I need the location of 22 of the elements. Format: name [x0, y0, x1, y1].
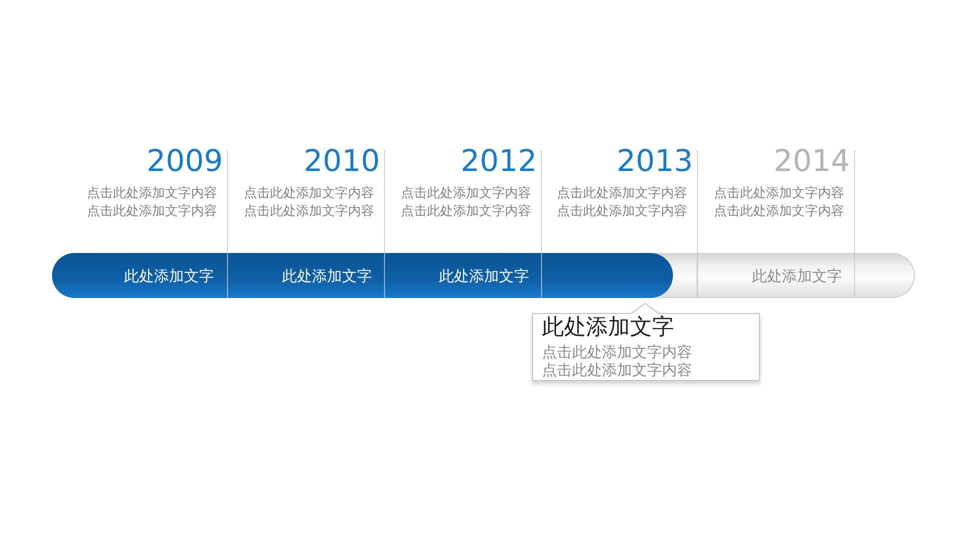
timeline-segment — [541, 253, 697, 298]
timeline-segment — [384, 253, 541, 298]
description-text: 点击此处添加文字内容点击此处添加文字内容 — [86, 185, 217, 221]
timeline-segment — [52, 253, 227, 298]
callout-title: 此处添加文字 — [542, 315, 674, 341]
timeline-segment — [227, 253, 384, 298]
year-label: 2012 — [460, 147, 537, 177]
segment-label: 此处添加文字 — [752, 266, 842, 284]
callout-text: 点击此处添加文字内容点击此处添加文字内容 — [542, 343, 693, 379]
year-label: 2014 — [774, 147, 850, 177]
segment-label: 此处添加文字 — [124, 266, 214, 284]
segment-label: 此处添加文字 — [282, 266, 372, 284]
timeline-segment — [697, 253, 915, 298]
year-label: 2009 — [146, 147, 223, 177]
description-text: 点击此处添加文字内容点击此处添加文字内容 — [556, 185, 687, 221]
description-text: 点击此处添加文字内容点击此处添加文字内容 — [400, 185, 531, 221]
year-label: 2010 — [304, 147, 380, 177]
year-label: 2013 — [616, 147, 693, 177]
segment-label: 此处添加文字 — [439, 266, 529, 284]
description-text: 点击此处添加文字内容点击此处添加文字内容 — [243, 185, 374, 221]
callout-box — [532, 303, 760, 383]
description-text: 点击此处添加文字内容点击此处添加文字内容 — [713, 185, 844, 221]
